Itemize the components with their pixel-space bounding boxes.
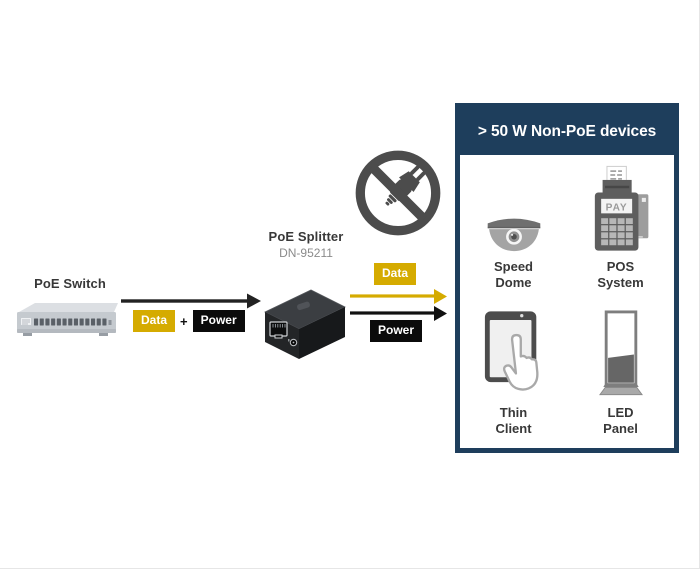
uplink-power-badge: Power <box>192 310 245 332</box>
splitter-logo <box>297 301 310 311</box>
device-thin-client: Thin Client <box>460 302 567 449</box>
device-led-panel: LED Panel <box>567 302 674 449</box>
poe-splitter-icon <box>264 289 346 359</box>
pos-system-label: POS System <box>597 258 644 290</box>
pos-display <box>600 198 632 213</box>
rj45-port <box>269 321 288 339</box>
uplink-data-badge: Data <box>133 310 176 332</box>
device-pos-system: PAY POS System <box>567 155 674 302</box>
switch-ports <box>34 318 107 326</box>
plus-sign: + <box>180 313 188 329</box>
kiosk-lower-body <box>607 354 634 383</box>
panel-title: > 50 W Non-PoE devices <box>477 122 657 140</box>
non-poe-devices-panel: > 50 W Non-PoE devices Speed Dome <box>455 103 679 453</box>
poe-switch-icon <box>17 303 118 336</box>
thin-client-label: Thin Client <box>495 405 532 436</box>
poe-splitter-model: DN-95211 <box>279 246 333 260</box>
touch-hand <box>502 333 539 391</box>
prohibition-slash <box>368 163 428 223</box>
power-arrow <box>350 306 447 321</box>
prohibition-circle <box>355 150 441 236</box>
thin-client-icon <box>484 311 539 391</box>
poe-splitter-title: PoE Splitter <box>268 229 344 244</box>
uplink-badges: Data + Power <box>133 310 245 332</box>
pos-terminal-icon: PAY <box>594 165 650 251</box>
no-power-plug-icon <box>355 150 441 236</box>
kiosk-base <box>598 387 643 396</box>
output-data-badge: Data <box>374 263 417 285</box>
tablet-camera <box>519 314 523 318</box>
pos-display-text: PAY <box>605 202 627 213</box>
device-grid: Speed Dome <box>460 155 674 448</box>
pos-keypad <box>600 217 633 245</box>
output-power-badge: Power <box>370 320 423 342</box>
panel-header: > 50 W Non-PoE devices <box>460 108 674 155</box>
led-panel-label: LED Panel <box>603 405 638 436</box>
uplink-arrow <box>121 293 261 309</box>
poe-switch-label: PoE Switch <box>34 276 106 291</box>
speed-dome-icon <box>487 218 540 251</box>
speed-dome-label: Speed Dome <box>493 258 533 290</box>
led-panel-icon <box>598 310 643 396</box>
device-speed-dome: Speed Dome <box>460 155 567 302</box>
data-arrow <box>350 289 447 304</box>
